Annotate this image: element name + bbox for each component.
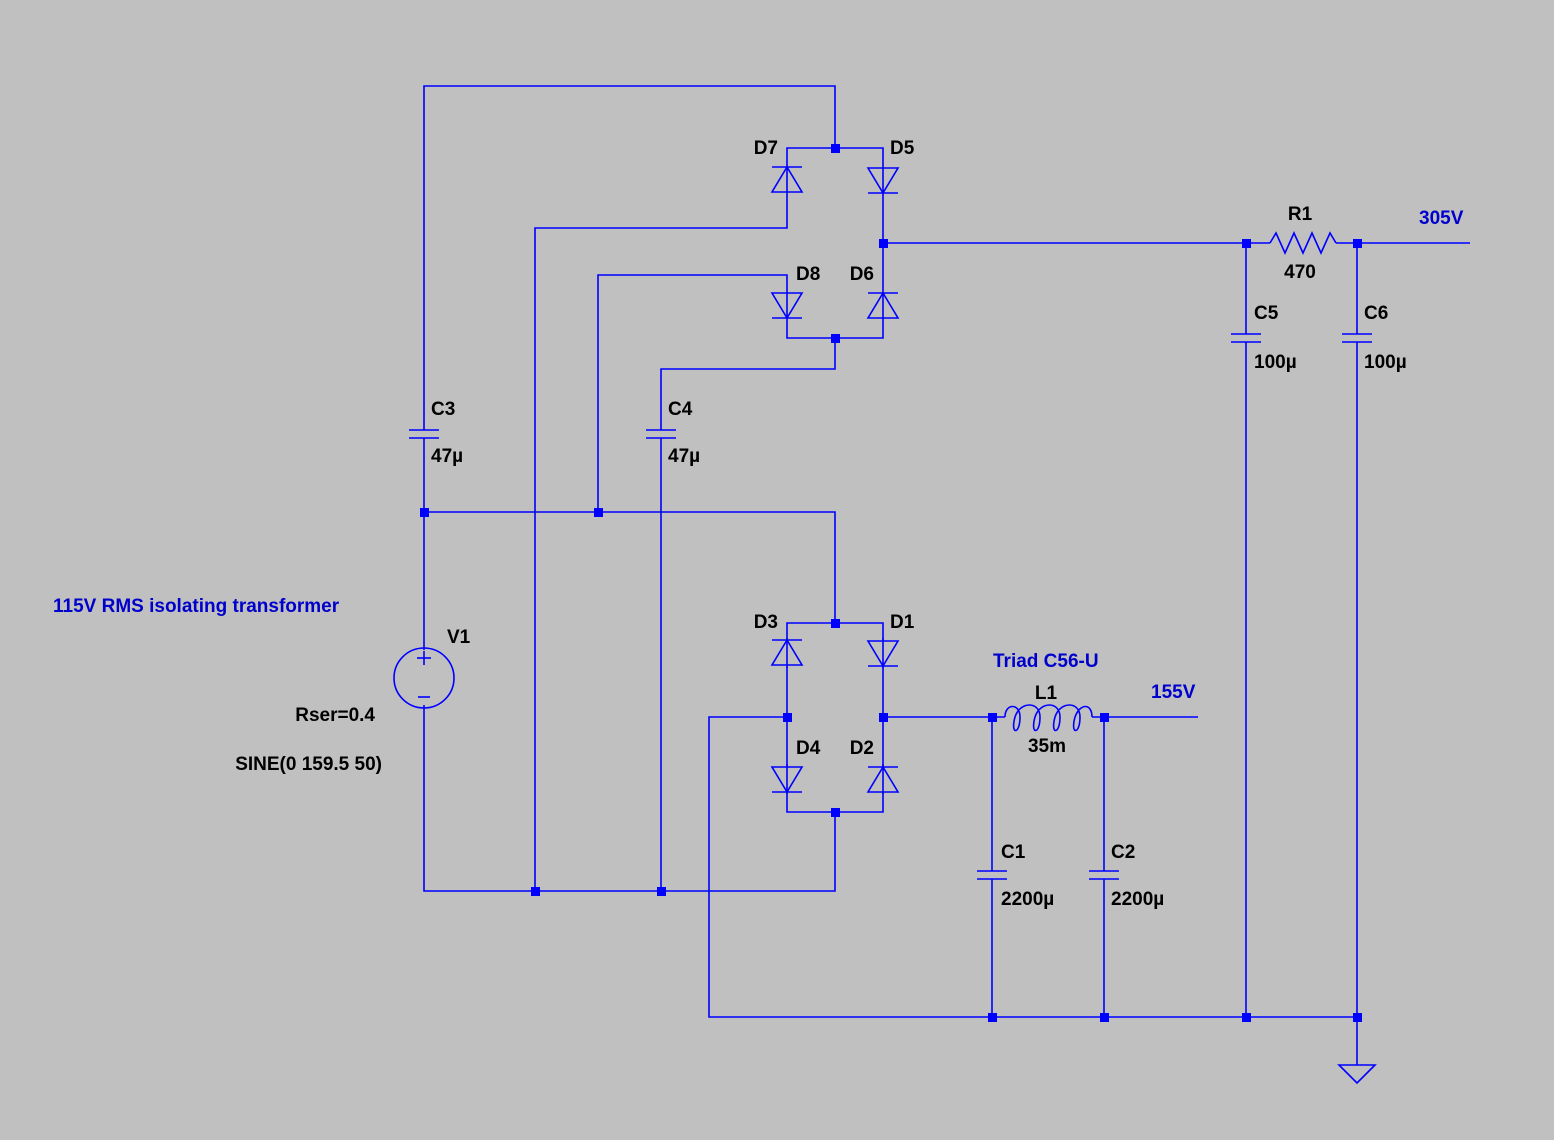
source-rser-label: Rser=0.4 — [295, 705, 375, 726]
capacitor-name-label: C3 — [431, 399, 455, 420]
inductor-part-label: Triad C56-U — [993, 651, 1099, 672]
diode-label: D5 — [890, 138, 915, 159]
junction-node — [1353, 239, 1362, 248]
junction-node — [879, 239, 888, 248]
transformer-comment: 115V RMS isolating transformer — [53, 596, 340, 617]
net-label-155v: 155V — [1151, 682, 1196, 703]
ground-icon — [1337, 1064, 1377, 1085]
inductor-name-label: L1 — [1035, 683, 1058, 704]
junction-node — [657, 887, 666, 896]
junction-node — [531, 887, 540, 896]
wire — [708, 716, 1357, 1018]
diode-label: D3 — [754, 612, 778, 633]
capacitor-name-label: C6 — [1364, 303, 1388, 324]
diode-label: D8 — [796, 264, 820, 285]
wire — [534, 195, 788, 891]
diode-d6 — [866, 290, 900, 320]
capacitor-name-label: C4 — [668, 399, 693, 420]
diode-label: D2 — [850, 738, 874, 759]
capacitor-c2 — [1089, 870, 1119, 880]
junction-node — [420, 508, 429, 517]
junction-node — [831, 619, 840, 628]
wire — [597, 274, 788, 512]
junction-node — [1242, 1013, 1251, 1022]
junction-node — [1353, 1013, 1362, 1022]
wire — [424, 511, 836, 623]
capacitor-name-label: C2 — [1111, 842, 1135, 863]
diode-d1 — [866, 638, 900, 668]
junction-node — [594, 508, 603, 517]
capacitor-value-label: 2200µ — [1111, 889, 1164, 910]
capacitor-name-label: C1 — [1001, 842, 1026, 863]
diode-label: D4 — [796, 738, 821, 759]
inductor-value-label: 35m — [1028, 736, 1066, 757]
junction-node — [1100, 713, 1109, 722]
wire — [660, 338, 836, 430]
diode-label: D6 — [850, 264, 874, 285]
diode-d7 — [770, 165, 804, 195]
junction-node — [988, 713, 997, 722]
capacitor-value-label: 100µ — [1254, 352, 1297, 373]
wires — [423, 85, 1470, 1065]
source-waveform-label: SINE(0 159.5 50) — [235, 754, 382, 775]
diode-label: D1 — [890, 612, 915, 633]
capacitor-value-label: 47µ — [431, 446, 463, 467]
capacitor-value-label: 100µ — [1364, 352, 1407, 373]
resistor-value-label: 470 — [1284, 262, 1316, 283]
diode-label: D7 — [754, 138, 778, 159]
diode-d8 — [770, 290, 804, 320]
junction-node — [831, 334, 840, 343]
resistor-name-label: R1 — [1288, 204, 1313, 225]
junction-node — [1242, 239, 1251, 248]
sine-source-icon — [393, 647, 455, 709]
capacitor-value-label: 2200µ — [1001, 889, 1054, 910]
junction-node — [831, 808, 840, 817]
capacitor-c1 — [977, 870, 1007, 880]
resistor-r1 — [1269, 231, 1337, 255]
capacitor-name-label: C5 — [1254, 303, 1279, 324]
junction-node — [783, 713, 792, 722]
capacitor-c4 — [646, 429, 676, 439]
source-name-label: V1 — [447, 627, 471, 648]
capacitor-c5 — [1231, 333, 1261, 343]
junction-node — [879, 713, 888, 722]
capacitor-c3 — [409, 429, 439, 439]
capacitor-value-label: 47µ — [668, 446, 700, 467]
diode-d2 — [866, 764, 900, 794]
diode-d5 — [866, 165, 900, 195]
capacitor-c6 — [1342, 333, 1372, 343]
diode-d4 — [770, 764, 804, 794]
inductor-l1 — [1004, 704, 1093, 732]
net-label-305v: 305V — [1419, 208, 1464, 229]
wire — [423, 85, 836, 430]
junction-node — [831, 144, 840, 153]
diode-d3 — [770, 638, 804, 668]
junction-node — [988, 1013, 997, 1022]
wire — [423, 705, 836, 892]
junction-node — [1100, 1013, 1109, 1022]
junctions — [420, 144, 1362, 1022]
